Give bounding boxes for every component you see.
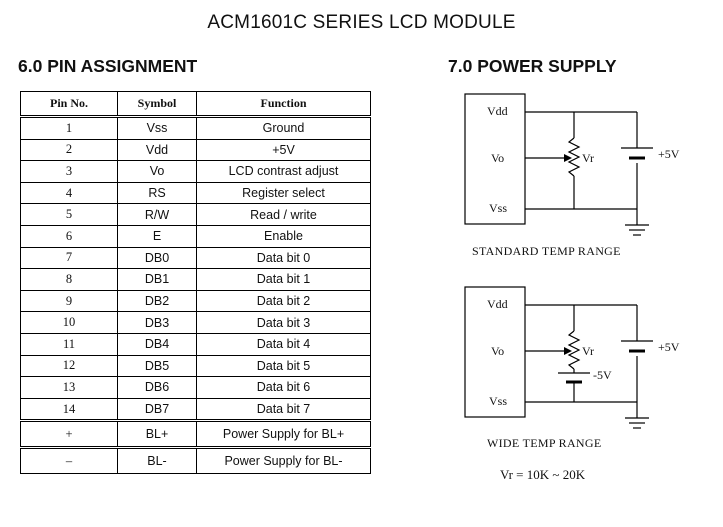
pin-number-cell: 12 <box>20 354 118 378</box>
pin-function-cell: Ground <box>196 115 371 140</box>
pin-number-cell: 6 <box>20 224 118 248</box>
pin-function-cell: Data bit 4 <box>196 332 371 356</box>
pin-number-cell: 11 <box>20 332 118 356</box>
pin-number-cell: 13 <box>20 376 118 399</box>
column-header-symbol: Symbol <box>117 91 197 118</box>
document-title: ACM1601C SERIES LCD MODULE <box>207 12 516 33</box>
label-plus-5v: +5V <box>658 340 680 354</box>
pin-assignment-heading: 6.0 PIN ASSIGNMENT <box>18 56 198 76</box>
table-row: –BL-Power Supply for BL- <box>20 446 371 475</box>
pin-symbol-cell: DB4 <box>117 332 197 356</box>
pin-number-cell: 10 <box>20 311 118 334</box>
label-plus-5v: +5V <box>658 147 680 161</box>
pin-symbol-cell: RS <box>117 181 197 205</box>
pin-function-cell: Data bit 0 <box>196 246 371 270</box>
pin-function-cell: Power Supply for BL+ <box>196 419 371 449</box>
column-header-function: Function <box>196 91 371 118</box>
label-vr: Vr <box>582 151 594 165</box>
potentiometer-resistor <box>567 137 581 177</box>
pin-symbol-cell: DB7 <box>117 397 197 422</box>
pin-symbol-cell: DB3 <box>117 311 197 334</box>
label-vr: Vr <box>582 344 594 358</box>
pin-number-cell: 14 <box>20 397 118 422</box>
pin-function-cell: Enable <box>196 224 371 248</box>
pin-function-cell: Read / write <box>196 203 371 226</box>
pin-number-cell: 1 <box>20 115 118 140</box>
standard-power-circuit: Vdd Vo Vss Vr +5V <box>464 93 680 236</box>
power-supply-heading: 7.0 POWER SUPPLY <box>448 56 617 76</box>
pin-symbol-cell: R/W <box>117 203 197 226</box>
pin-symbol-cell: DB2 <box>117 289 197 313</box>
pin-number-cell: – <box>20 446 118 475</box>
pin-number-cell: 5 <box>20 203 118 226</box>
pin-number-cell: 2 <box>20 138 118 162</box>
pin-function-cell: Data bit 1 <box>196 268 371 291</box>
pin-symbol-cell: DB1 <box>117 268 197 291</box>
pin-function-cell: Data bit 2 <box>196 289 371 313</box>
pin-symbol-cell: Vo <box>117 160 197 183</box>
wide-power-circuit: Vdd Vo Vss Vr -5V +5V <box>464 286 680 429</box>
pin-symbol-cell: DB5 <box>117 354 197 378</box>
column-header-pin-no: Pin No. <box>20 91 118 118</box>
table-header-row: Pin No. Symbol Function <box>20 91 371 118</box>
pin-number-cell: 8 <box>20 268 118 291</box>
pin-function-cell: Power Supply for BL- <box>196 446 371 475</box>
pin-symbol-cell: DB6 <box>117 376 197 399</box>
pin-symbol-cell: Vdd <box>117 138 197 162</box>
pin-symbol-cell: BL+ <box>117 419 197 449</box>
wiper-arrow <box>564 154 572 162</box>
vr-value-note: Vr = 10K ~ 20K <box>500 467 586 482</box>
pin-function-cell: Data bit 3 <box>196 311 371 334</box>
potentiometer-resistor <box>567 330 581 370</box>
pin-function-cell: Data bit 7 <box>196 397 371 422</box>
pin-number-cell: 7 <box>20 246 118 270</box>
label-minus-5v: -5V <box>593 368 612 382</box>
wide-temp-caption: WIDE TEMP RANGE <box>487 436 602 450</box>
label-vo: Vo <box>491 344 504 358</box>
wiper-arrow <box>564 347 572 355</box>
label-vss: Vss <box>489 201 507 215</box>
table-row: +BL+Power Supply for BL+ <box>20 419 371 449</box>
pin-symbol-cell: Vss <box>117 115 197 140</box>
pin-function-cell: LCD contrast adjust <box>196 160 371 183</box>
pin-number-cell: 4 <box>20 181 118 205</box>
pin-function-cell: Data bit 6 <box>196 376 371 399</box>
lcd-module-box <box>464 286 526 418</box>
label-vdd: Vdd <box>487 297 508 311</box>
label-vss: Vss <box>489 394 507 408</box>
lcd-module-box <box>464 93 526 225</box>
label-vo: Vo <box>491 151 504 165</box>
pin-symbol-cell: E <box>117 224 197 248</box>
pin-symbol-cell: BL- <box>117 446 197 475</box>
label-vdd: Vdd <box>487 104 508 118</box>
standard-temp-caption: STANDARD TEMP RANGE <box>472 244 621 258</box>
pin-symbol-cell: DB0 <box>117 246 197 270</box>
pin-number-cell: 3 <box>20 160 118 183</box>
pin-function-cell: +5V <box>196 138 371 162</box>
pin-number-cell: 9 <box>20 289 118 313</box>
pin-number-cell: + <box>20 419 118 449</box>
pin-function-cell: Data bit 5 <box>196 354 371 378</box>
pin-function-cell: Register select <box>196 181 371 205</box>
